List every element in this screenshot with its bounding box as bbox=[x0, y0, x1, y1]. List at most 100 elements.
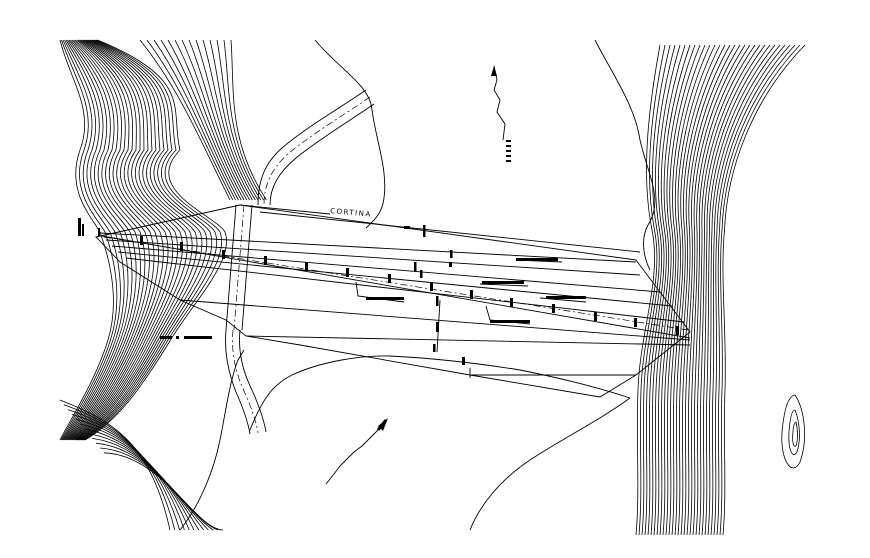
hatched-label-blocks bbox=[366, 258, 586, 323]
contour-line bbox=[95, 442, 214, 531]
contour-line bbox=[686, 44, 746, 536]
contour-line bbox=[78, 39, 198, 441]
contour-line bbox=[223, 39, 264, 201]
contour-line bbox=[638, 44, 666, 536]
contour-line bbox=[668, 44, 716, 536]
contour-line bbox=[83, 39, 222, 441]
contour-line bbox=[635, 44, 661, 536]
cortina-label: CORTINA bbox=[330, 207, 372, 219]
flow-arrow-upstream bbox=[491, 65, 511, 162]
contour-line bbox=[72, 39, 169, 441]
contour-line bbox=[713, 44, 791, 536]
contour-line bbox=[716, 44, 796, 536]
contour-line bbox=[704, 44, 776, 536]
contour-line bbox=[84, 39, 227, 441]
contour-line bbox=[701, 44, 771, 536]
right-hill-contours bbox=[635, 44, 806, 536]
contour-line bbox=[63, 404, 176, 531]
station-marker bbox=[552, 304, 555, 313]
station-marker bbox=[634, 318, 637, 327]
contour-line bbox=[80, 39, 208, 441]
contour-line bbox=[707, 44, 781, 536]
contour-line bbox=[230, 39, 267, 201]
contour-line bbox=[695, 44, 761, 536]
contour-line bbox=[79, 423, 195, 531]
station-marker bbox=[305, 262, 308, 271]
contour-line bbox=[677, 44, 731, 536]
station-marker bbox=[180, 242, 183, 251]
contour-line bbox=[662, 44, 706, 536]
contour-line bbox=[644, 44, 676, 536]
contour-line bbox=[76, 39, 188, 441]
station-markers bbox=[140, 236, 679, 335]
contour-line bbox=[647, 44, 681, 536]
contour-line bbox=[66, 39, 141, 441]
contour-line bbox=[719, 44, 801, 536]
station-marker bbox=[222, 250, 225, 259]
contour-line bbox=[209, 39, 259, 201]
contour-line bbox=[91, 438, 209, 531]
station-marker bbox=[388, 274, 391, 283]
contour-line bbox=[77, 39, 193, 441]
section-line bbox=[160, 336, 212, 339]
contour-line bbox=[59, 399, 171, 531]
contour-line bbox=[202, 39, 256, 201]
contour-line bbox=[188, 39, 250, 201]
station-marker bbox=[676, 326, 679, 335]
station-marker bbox=[430, 282, 433, 291]
contour-line bbox=[665, 44, 711, 536]
access-road-upper bbox=[257, 89, 375, 206]
contour-line bbox=[674, 44, 726, 536]
contour-line bbox=[139, 39, 231, 201]
contour-line bbox=[67, 39, 146, 441]
station-marker bbox=[594, 312, 597, 321]
contour-line bbox=[641, 44, 671, 536]
contour-line bbox=[103, 452, 223, 531]
contour-line bbox=[60, 39, 118, 441]
contour-line bbox=[61, 39, 121, 441]
contour-line bbox=[75, 418, 190, 531]
contour-line bbox=[65, 39, 137, 441]
contour-line bbox=[167, 39, 242, 201]
contour-line bbox=[710, 44, 786, 536]
contour-line bbox=[75, 39, 183, 441]
contour-line bbox=[71, 39, 164, 441]
contour-line bbox=[195, 39, 253, 201]
contour-line bbox=[146, 39, 234, 201]
contour-line bbox=[680, 44, 736, 536]
right-summit-contours bbox=[781, 394, 805, 469]
contour-line bbox=[73, 39, 174, 441]
left-hill-contours bbox=[59, 39, 267, 531]
contour-line bbox=[79, 39, 203, 441]
contour-line bbox=[656, 44, 696, 536]
station-marker bbox=[470, 290, 473, 299]
station-marker bbox=[510, 298, 513, 307]
contour-line bbox=[698, 44, 766, 536]
contour-line bbox=[689, 44, 751, 536]
contour-line bbox=[692, 44, 756, 536]
center-marks bbox=[404, 225, 465, 365]
contour-line bbox=[62, 39, 125, 441]
contour-line bbox=[70, 39, 160, 441]
contour-line bbox=[81, 39, 213, 441]
contour-line bbox=[650, 44, 686, 536]
contour-line bbox=[683, 44, 741, 536]
contour-line bbox=[64, 39, 133, 441]
valley-terrain-lines bbox=[179, 39, 656, 531]
access-road-lower bbox=[225, 329, 267, 435]
contour-line bbox=[671, 44, 721, 536]
left-abutment-marks bbox=[78, 218, 100, 236]
station-marker bbox=[346, 268, 349, 277]
contour-line bbox=[59, 39, 114, 441]
station-marker bbox=[264, 256, 267, 265]
dam-body bbox=[95, 204, 691, 398]
contour-line bbox=[216, 39, 262, 201]
contour-line bbox=[68, 39, 150, 441]
contour-line bbox=[174, 39, 245, 201]
contour-line bbox=[160, 39, 239, 201]
contour-line bbox=[71, 414, 185, 531]
contour-line bbox=[181, 39, 248, 201]
contour-line bbox=[722, 44, 806, 536]
crossing-road bbox=[225, 204, 253, 331]
